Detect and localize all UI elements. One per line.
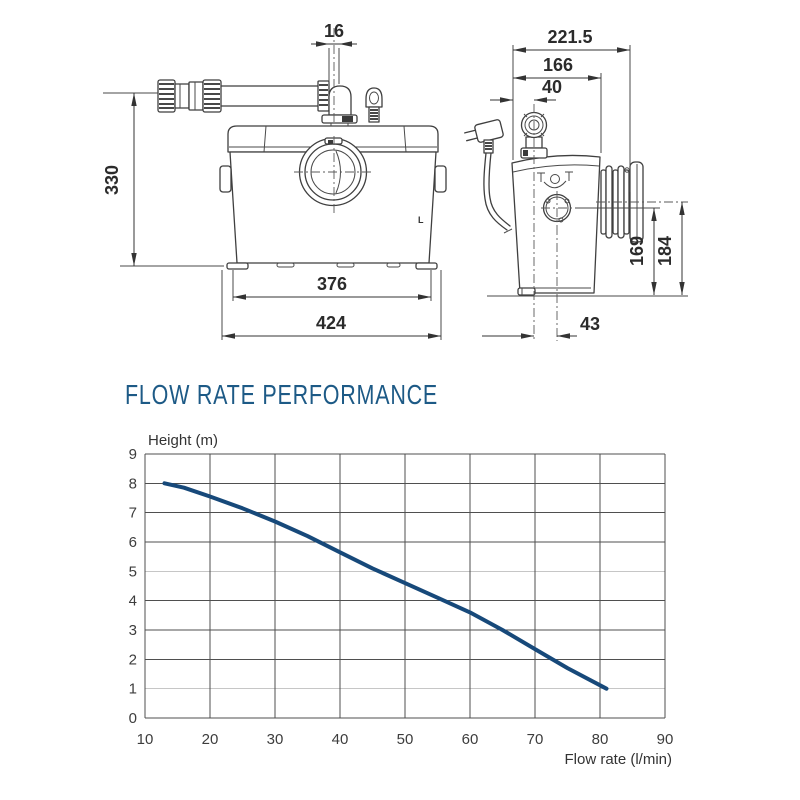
y-tick-label: 4: [129, 593, 137, 610]
front-view-drawing: L 16 330 376 424: [102, 21, 447, 340]
dim-side-inlet-height: 184: [655, 236, 675, 266]
y-tick-label: 0: [129, 710, 137, 727]
x-axis-label: Flow rate (l/min): [564, 751, 672, 768]
x-tick-label: 60: [462, 731, 479, 748]
y-tick-label: 2: [129, 651, 137, 668]
x-tick-label: 80: [592, 731, 609, 748]
y-tick-label: 5: [129, 563, 137, 580]
chart-tick-labels: 0 1 2 3 4 5 6 7 8 9 10 20 30 40 50 60 70 80 90: [129, 446, 674, 748]
chart-grid: [144, 453, 666, 719]
x-tick-label: 50: [397, 731, 414, 748]
dim-side-body-depth: 166: [543, 55, 573, 75]
y-tick-label: 8: [129, 475, 137, 492]
x-tick-label: 70: [527, 731, 544, 748]
y-tick-label: 3: [129, 622, 137, 639]
y-axis-label: Height (m): [148, 432, 218, 449]
vent-cap: [365, 87, 383, 123]
x-tick-label: 10: [137, 731, 154, 748]
x-tick-label: 30: [267, 731, 284, 748]
dim-side-pipe-offset: 40: [542, 77, 562, 97]
power-plug: [464, 119, 513, 234]
page-title: FLOW RATE PERFORMANCE: [125, 379, 438, 410]
side-view-drawing: 221.5 166 40 169 184 43: [464, 27, 688, 341]
performance-curve: [162, 481, 609, 691]
y-tick-label: 7: [129, 505, 137, 522]
pipe-coupling-left: [157, 79, 222, 113]
dim-side-outlet-height: 169: [627, 236, 647, 266]
x-tick-label: 20: [202, 731, 219, 748]
y-tick-label: 9: [129, 446, 137, 463]
x-tick-label: 40: [332, 731, 349, 748]
chart-curve: [162, 481, 609, 691]
pipe-coupling-elbow: [317, 80, 330, 112]
dim-front-pipe: 16: [324, 21, 344, 41]
dim-side-overall-depth: 221.5: [547, 27, 592, 47]
marking-label: L: [418, 215, 424, 225]
dim-front-height: 330: [102, 165, 122, 195]
dim-front-base-width: 376: [317, 274, 347, 294]
dim-front-overall-width: 424: [316, 313, 346, 333]
x-tick-label: 90: [657, 731, 674, 748]
y-tick-label: 6: [129, 534, 137, 551]
y-tick-label: 1: [129, 681, 137, 698]
dim-side-inlet-offset: 43: [580, 314, 600, 334]
